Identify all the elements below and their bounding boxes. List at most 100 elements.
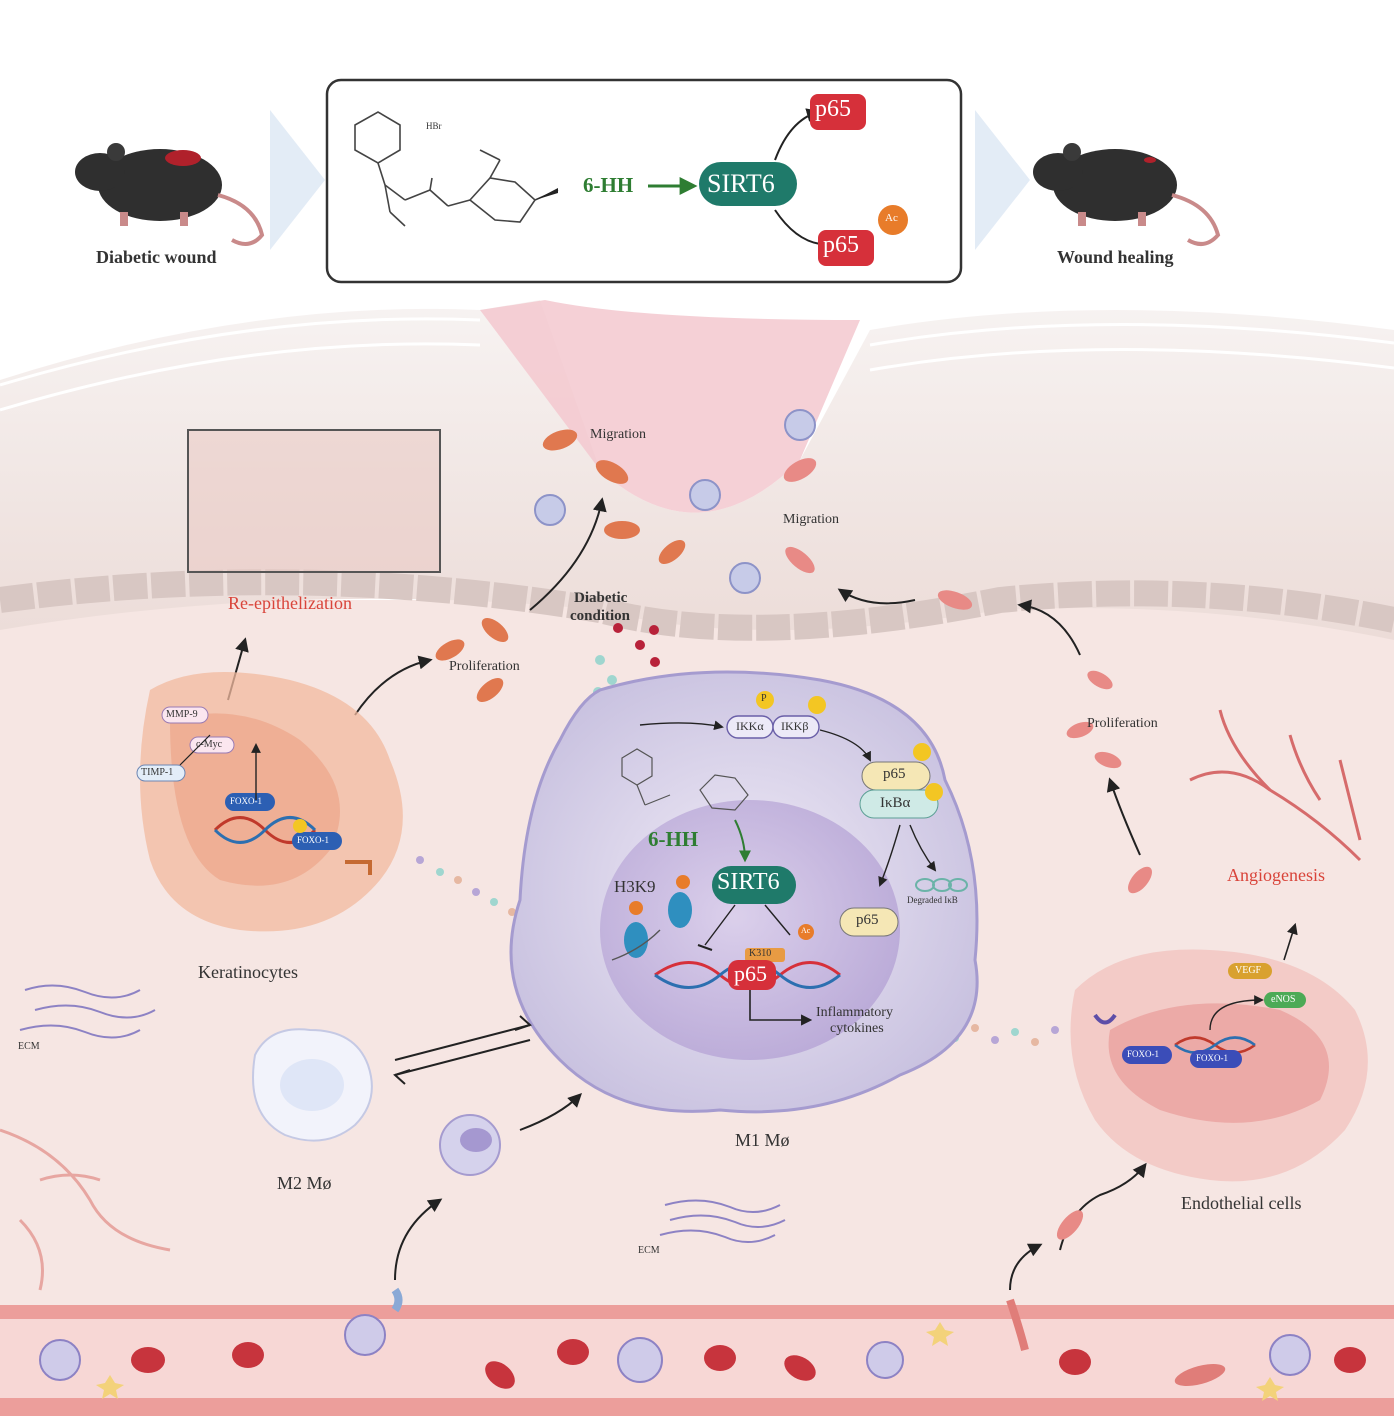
mmp9-label: MMP-9 <box>166 709 198 720</box>
p65-bottom-label: p65 <box>823 232 859 258</box>
vegf-pill <box>1228 963 1272 979</box>
p65-top-box <box>810 94 866 130</box>
basal-cell-row <box>0 569 1394 641</box>
proliferating-cells <box>435 618 1152 894</box>
receptor-kerat <box>345 860 372 875</box>
m1-macrophage <box>393 670 979 1114</box>
ecm-left-label: ECM <box>18 1041 40 1052</box>
immune-cells <box>534 409 816 594</box>
ecm-fibers-left <box>19 984 156 1039</box>
angiogenesis-label: Angiogenesis <box>1227 865 1325 885</box>
chevron-arrow-right <box>975 110 1030 250</box>
m1-label: M1 Mø <box>735 1130 790 1150</box>
diabetic-wound-caption: Diabetic wound <box>96 247 217 267</box>
foxo1-endo-label-a: FOXO-1 <box>1127 1049 1160 1059</box>
cmyc-pill <box>189 736 235 754</box>
foxo1-kerat-label-b: FOXO-1 <box>297 835 330 845</box>
re-epithelization-label: Re-epithelization <box>228 593 352 613</box>
diabetic-dots <box>593 623 660 702</box>
acetyl-m1-label: Ac <box>801 926 811 935</box>
sirt6-top-label: SIRT6 <box>707 169 775 198</box>
mechanism-box <box>325 78 963 284</box>
cytokines-line1: Inflammatory <box>816 1005 893 1020</box>
keratinocyte-cluster <box>136 672 403 932</box>
histone-icon-a <box>624 922 648 958</box>
arrow-to-right-migration <box>837 588 916 605</box>
vessels-left <box>0 1128 171 1291</box>
sirt6-top-pill <box>699 162 797 206</box>
diabetic-condition-line2: condition <box>570 608 631 624</box>
keratinocytes-label: Keratinocytes <box>198 962 298 982</box>
acetyl-top-circle <box>878 205 908 235</box>
p65-cytoplasm-pill <box>839 907 899 937</box>
chevron-arrow-left <box>270 110 325 250</box>
vegf-label: VEGF <box>1235 965 1262 976</box>
ecm-center-label: ECM <box>638 1245 660 1256</box>
sirt6-m1-pill <box>712 866 796 904</box>
wound-bed <box>480 300 860 513</box>
foxo1-kerat-pill-a <box>225 793 275 811</box>
h3k9-label: H3K9 <box>614 877 656 896</box>
degraded-ikb-label: Degraded IκB <box>907 895 958 905</box>
diabetic-mouse-icon <box>75 143 265 246</box>
foxo1-kerat-pill-b <box>292 832 342 850</box>
angiogenesis-vessels <box>1189 709 1362 862</box>
arrow-diabetic-to-migration <box>529 497 607 611</box>
proliferation-right-label: Proliferation <box>1087 716 1158 731</box>
k310-label: K310 <box>749 948 772 959</box>
endothelial-cluster <box>1009 922 1368 1291</box>
drug-label-m1: 6-HH <box>648 827 699 851</box>
ikka-label: IKKα <box>736 719 764 733</box>
receptor-endo <box>1093 1013 1117 1025</box>
arrow-m1-equilibrium-bottom <box>394 1039 531 1076</box>
p65-dna-box <box>728 960 776 990</box>
arrow-prolif-right-up <box>1017 599 1081 656</box>
migration-right-label: Migration <box>783 512 839 527</box>
k310-tag <box>745 948 785 962</box>
arrow-m1-equilibrium-top <box>394 1024 531 1061</box>
timp1-label: TIMP-1 <box>141 767 174 778</box>
foxo1-kerat-label-a: FOXO-1 <box>230 796 263 806</box>
p65-dna-label: p65 <box>734 961 767 986</box>
stratum-lines <box>0 296 1394 412</box>
ikkb-label: IKKβ <box>781 719 809 733</box>
migrating-cells <box>542 429 973 610</box>
p65-top-label: p65 <box>815 96 851 122</box>
phospho-label: P <box>761 693 767 704</box>
ikkb-pill <box>772 715 820 739</box>
red-blood-cells <box>131 1339 1366 1389</box>
mmp9-pill <box>161 706 209 724</box>
m2-label: M2 Mø <box>277 1173 332 1193</box>
foxo1-endo-label-b: FOXO-1 <box>1196 1053 1229 1063</box>
p65-cytoplasm-label: p65 <box>856 912 879 928</box>
arrow-kerat-to-prolif <box>354 655 433 716</box>
line-sirt6-to-acp65 <box>774 209 821 245</box>
p65-bottom-box <box>818 230 874 266</box>
chemical-structure-small <box>621 748 749 811</box>
cmyc-label: c-Myc <box>196 739 223 750</box>
arrow-angio-up <box>1106 777 1141 856</box>
acetyl-top-label: Ac <box>885 212 898 224</box>
m2-macrophage <box>252 1028 373 1142</box>
p65-complex-label: p65 <box>883 766 906 782</box>
top-panel <box>75 78 1221 284</box>
zoom-box <box>187 429 441 573</box>
sirt6-m1-label: SIRT6 <box>717 869 780 895</box>
foxo1-endo-pill-b <box>1190 1050 1242 1068</box>
proliferation-left-label: Proliferation <box>449 659 520 674</box>
enos-label: eNOS <box>1271 994 1296 1005</box>
white-blood-cells <box>39 1314 1311 1383</box>
m1-nucleus <box>600 800 900 1060</box>
wound-healing-caption: Wound healing <box>1057 247 1174 267</box>
healed-mouse-icon <box>1033 143 1221 246</box>
migration-left-label: Migration <box>590 427 646 442</box>
timp1-pill <box>136 764 186 782</box>
diabetic-condition-line1: Diabetic <box>574 590 628 606</box>
ecm-fibers-center <box>659 1199 786 1243</box>
cytokines-line2: cytokines <box>830 1021 884 1036</box>
enos-pill <box>1264 992 1306 1008</box>
platelet-icons <box>96 1322 1284 1401</box>
drug-label-top: 6-HH <box>583 173 634 197</box>
chem-label: HBr <box>426 121 442 131</box>
